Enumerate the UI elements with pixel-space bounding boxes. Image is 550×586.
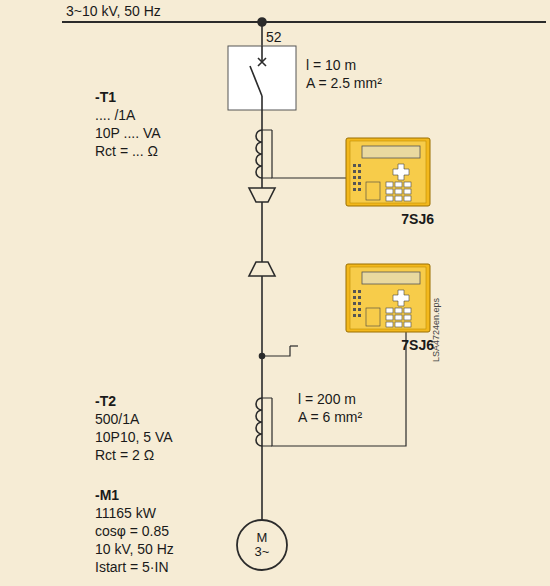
annotation-text: -M1 bbox=[95, 486, 119, 504]
annotation-text: .... /1A bbox=[95, 106, 135, 124]
annotation-text: cosφ = 0.85 bbox=[95, 522, 169, 540]
device-name: 7SJ6 bbox=[401, 210, 434, 228]
motor-circle bbox=[237, 520, 287, 570]
relay-display bbox=[362, 272, 420, 284]
annotation-text: Istart = 5·IN bbox=[95, 558, 169, 576]
annotation-text: 3~10 kV, 50 Hz bbox=[66, 2, 161, 20]
annotation-text: 11165 kW bbox=[95, 504, 156, 522]
earthing-symbol bbox=[262, 346, 290, 356]
relay-device bbox=[346, 138, 430, 332]
cable-termination bbox=[249, 262, 275, 276]
annotation-text: Rct = 2 Ω bbox=[95, 446, 154, 464]
annotation-text: l = 200 m bbox=[298, 390, 356, 408]
motor-text: 3~ bbox=[255, 545, 270, 559]
annotation-text: A = 2.5 mm² bbox=[306, 74, 382, 92]
annotation-text: 10P10, 5 VA bbox=[95, 428, 173, 446]
breaker-contact bbox=[261, 96, 263, 110]
cable-termination bbox=[249, 188, 275, 202]
annotation-text: Rct = ... Ω bbox=[95, 142, 158, 160]
annotation-text: A = 6 mm² bbox=[298, 408, 362, 426]
busbar bbox=[62, 21, 546, 23]
annotation-text: -T1 bbox=[95, 88, 116, 106]
annotation-text: 10P .... VA bbox=[95, 124, 161, 142]
feeder-wire bbox=[261, 110, 263, 520]
device-name: 7SJ6 bbox=[401, 336, 434, 354]
motor-symbol: M3~ bbox=[237, 520, 287, 570]
ct-coil bbox=[256, 398, 262, 446]
breaker-contact bbox=[261, 46, 263, 62]
annotation-text: 52 bbox=[266, 28, 282, 46]
annotation-text: l = 10 m bbox=[306, 56, 356, 74]
ct-coil bbox=[256, 130, 262, 178]
relay-housing bbox=[346, 264, 430, 332]
relay-housing bbox=[346, 138, 430, 206]
annotation-text: -T2 bbox=[95, 392, 116, 410]
breaker-box bbox=[228, 46, 296, 110]
ct-secondary-wire bbox=[272, 332, 406, 446]
relay-label: 7SJ6 bbox=[346, 334, 434, 356]
breaker-blade bbox=[250, 66, 262, 96]
breaker-cross bbox=[258, 58, 266, 66]
feeder-wire bbox=[261, 22, 263, 46]
motor-text: M bbox=[257, 531, 268, 545]
annotation-text: 500/1A bbox=[95, 410, 139, 428]
relay-label: 7SJ6 bbox=[346, 208, 434, 230]
ct-secondary-wire bbox=[272, 130, 350, 178]
annotation-text: 10 kV, 50 Hz bbox=[95, 540, 174, 558]
relay-display bbox=[362, 146, 420, 158]
